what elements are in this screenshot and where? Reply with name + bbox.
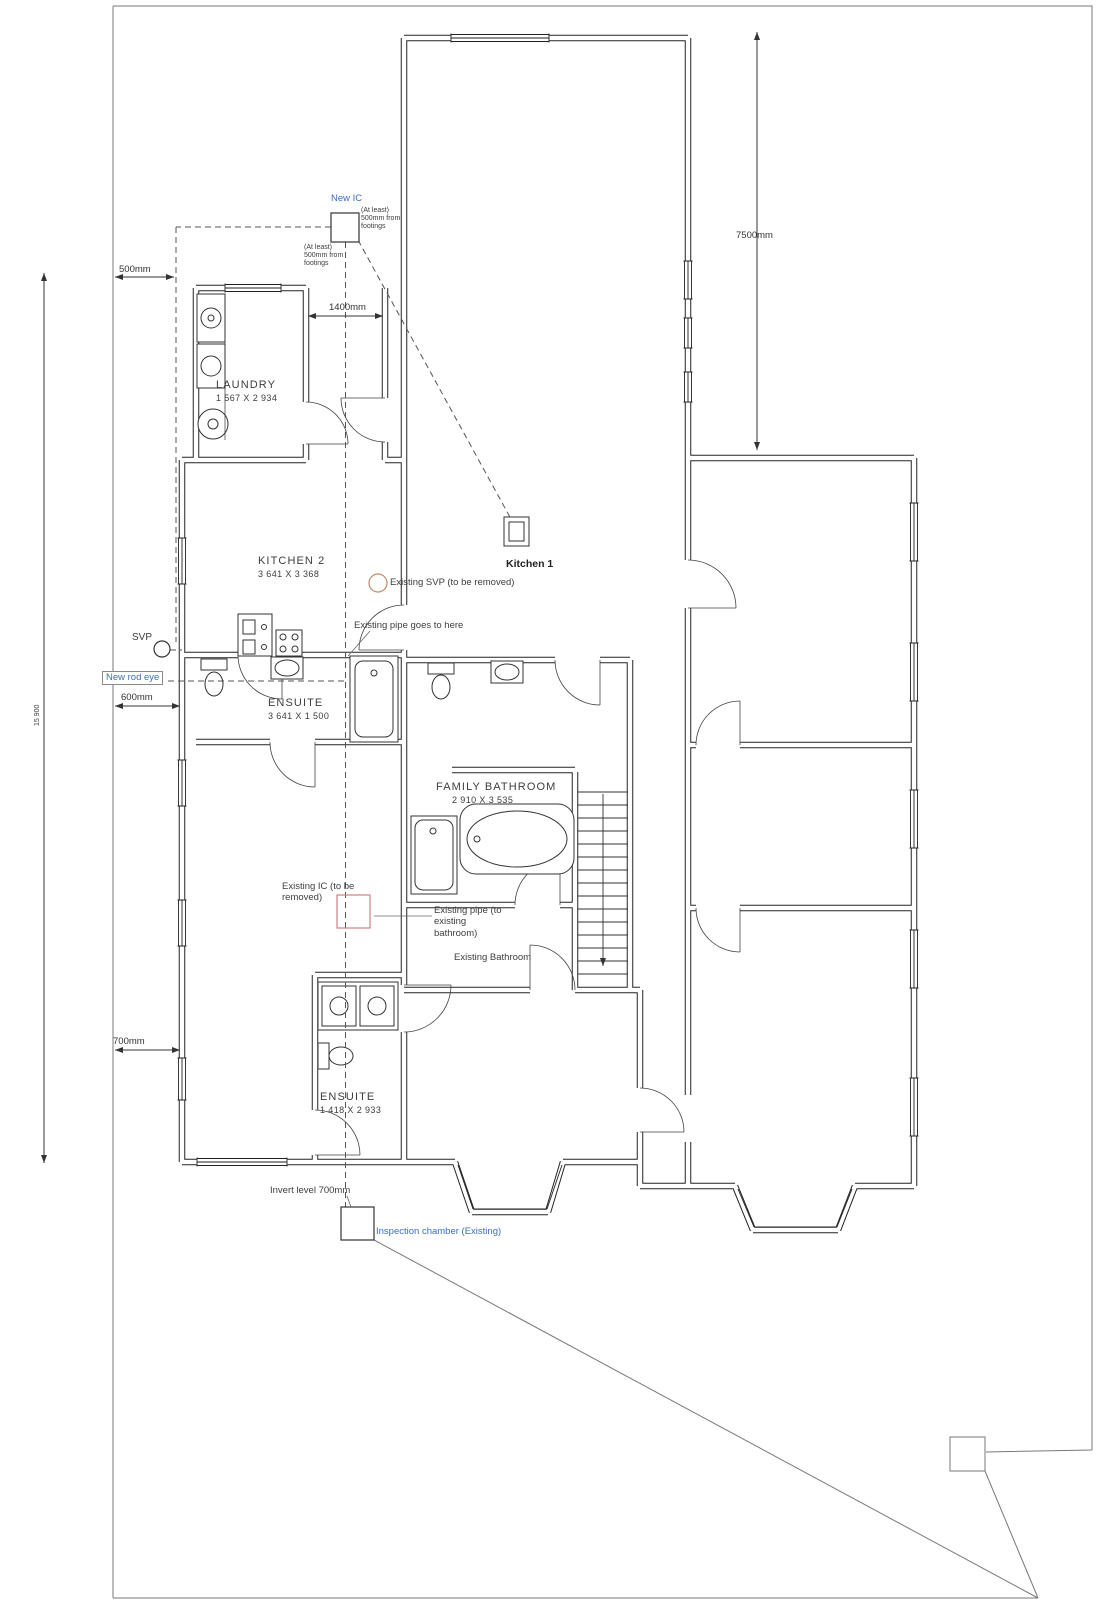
footings-note-left: (At least) 500mm from footings: [304, 244, 344, 268]
dimension-lines: [41, 32, 760, 1163]
windows: [177, 33, 919, 1228]
room-name: ENSUITE: [268, 697, 324, 709]
room-size: 2 910 X 3 535: [452, 795, 514, 806]
dim-label-7500: 7500mm: [736, 230, 773, 241]
removed-items-red: [336, 573, 388, 929]
room-label-laundry: LAUNDRY 1 567 X 2 934: [216, 379, 277, 404]
dim-label-overall-left: 15 900: [34, 704, 41, 726]
new-ic-label: New IC: [331, 193, 363, 204]
existing-pipe-here-label: Existing pipe goes to here: [354, 620, 464, 631]
inspection-chamber-label: Inspection chamber (Existing): [376, 1226, 502, 1237]
family-bathroom-fixtures: [410, 803, 575, 895]
existing-svp-marker: [368, 573, 388, 593]
kitchen1-gully-marker: [503, 516, 530, 547]
drain-markers: [153, 212, 986, 1472]
room-size: 1 418 X 2 933: [320, 1105, 382, 1116]
room-name: KITCHEN 2: [258, 555, 326, 567]
kitchen2-units: [237, 613, 303, 657]
existing-ic-marker: [336, 894, 371, 929]
new-ic-marker: [330, 212, 360, 243]
footings-note-right: (At least) 500mm from footings: [361, 207, 401, 231]
ensuite2-fixtures: [317, 981, 399, 1070]
upper-bathroom-fixtures: [427, 660, 524, 700]
existing-bathroom-label: Existing Bathroom: [454, 952, 532, 963]
room-label-family-bathroom: FAMILY BATHROOM 2 910 X 3 535: [436, 781, 556, 806]
room-size: 1 567 X 2 934: [216, 393, 278, 404]
svp-label: SVP: [132, 632, 153, 643]
room-label-ensuite1: ENSUITE 3 641 X 1 500: [268, 697, 329, 722]
room-size: 3 641 X 3 368: [258, 569, 320, 580]
room-name: FAMILY BATHROOM: [436, 781, 557, 793]
room-label-ensuite2: ENSUITE 1 418 X 2 933: [320, 1091, 381, 1116]
dim-label-500: 500mm: [119, 264, 151, 275]
room-label-kitchen1: Kitchen 1: [506, 558, 554, 570]
property-boundary: [112, 5, 1093, 1599]
dim-label-1400: 1400mm: [329, 302, 366, 313]
existing-pipe-to-label: Existing pipe (to existing bathroom): [434, 905, 502, 939]
existing-svp-label: Existing SVP (to be removed): [390, 577, 515, 588]
invert-level-label: Invert level 700mm: [270, 1185, 351, 1196]
room-size: 3 641 X 1 500: [268, 711, 330, 722]
room-name: LAUNDRY: [216, 379, 277, 391]
dim-label-600: 600mm: [121, 692, 153, 703]
boundary-chamber-marker: [949, 1436, 986, 1472]
inspection-chamber-marker: [340, 1206, 375, 1241]
doors: [237, 397, 741, 1156]
drain-pipes-dashed: [168, 226, 512, 1207]
room-name: ENSUITE: [320, 1091, 376, 1103]
new-rod-eye-label: New rod eye: [102, 671, 164, 686]
dim-label-700: 700mm: [113, 1036, 145, 1047]
laundry-appliances: [196, 293, 229, 440]
svp-marker: [153, 640, 171, 658]
fixtures: [196, 293, 575, 1070]
existing-ic-label: Existing IC (to be removed): [282, 881, 355, 904]
room-label-kitchen2: KITCHEN 2 3 641 X 3 368: [258, 555, 325, 580]
leader-lines: [346, 630, 432, 1208]
ensuite1-fixtures: [200, 655, 399, 743]
staircase: [578, 791, 628, 975]
